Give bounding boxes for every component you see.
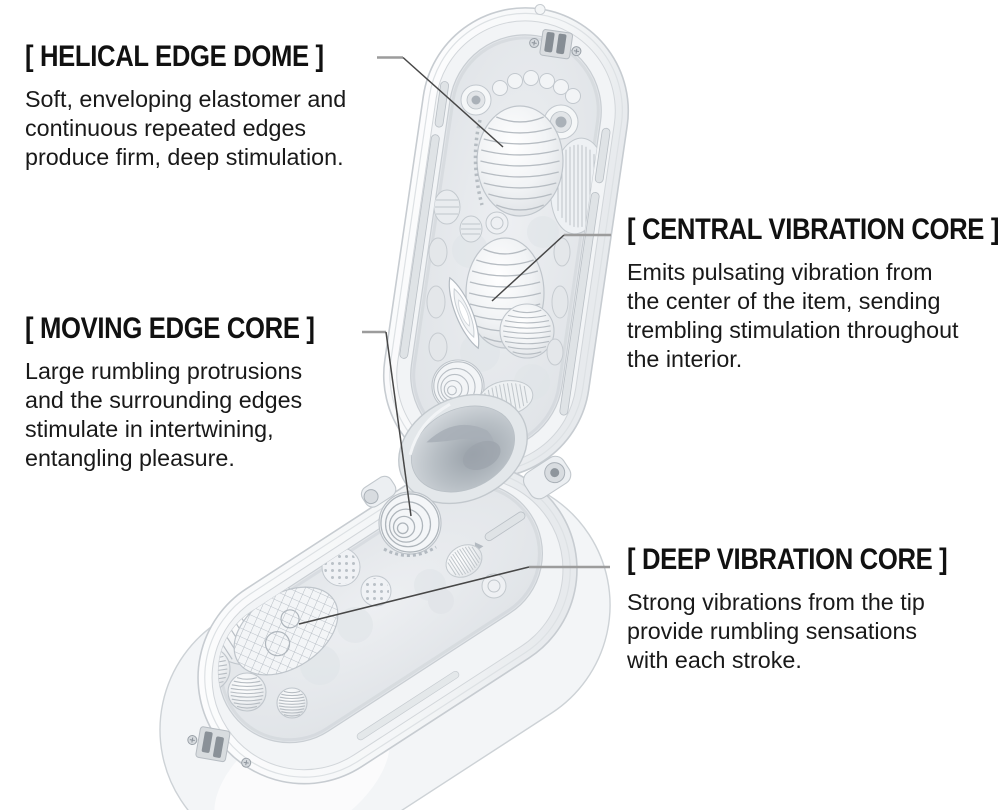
callout-deep-vibration-core: [ DEEP VIBRATION CORE ] Strong vibration… [627,543,1000,675]
leader-line-deep-vibration-core [298,565,610,625]
deep-vibration-core-texture [233,586,339,676]
leader-lines [298,56,611,625]
callout-moving-edge-core: [ MOVING EDGE CORE ] Large rumbling prot… [25,312,364,473]
screw-icon [187,735,252,768]
gear-clutter [433,189,509,243]
bottom-rim-rail [484,511,526,542]
hinge-right [522,455,572,500]
callout-title-helical-edge-dome: [ HELICAL EDGE DOME ] [25,40,324,73]
callout-body-central-vibration-core: Emits pulsating vibration from the cente… [627,259,959,372]
ribbed-sphere [499,303,555,359]
leader-line-central-vibration-core [491,233,611,302]
callout-central-vibration-core: [ CENTRAL VIBRATION CORE ] Emits pulsati… [627,213,1000,374]
insertion-funnel [398,393,528,505]
leader-line-moving-edge-core [362,330,412,517]
bottom-vent-panel [187,726,252,768]
top-cap-bump [534,3,546,15]
callout-title-moving-edge-core: [ MOVING EDGE CORE ] [25,312,315,345]
callout-helical-edge-dome: [ HELICAL EDGE DOME ] Soft, enveloping e… [25,40,374,172]
leader-line-helical-edge-dome [377,56,504,148]
callout-title-deep-vibration-core: [ DEEP VIBRATION CORE ] [627,543,948,576]
wall-gears [426,237,571,366]
end-dome-2 [227,672,267,712]
central-vibration-core-leaf [448,276,480,350]
callout-body-helical-edge-dome: Soft, enveloping elastomer and continuou… [25,86,347,170]
top-right-rail [594,127,611,184]
helical-edge-dome-texture [473,105,564,217]
callout-body-deep-vibration-core: Strong vibrations from the tip provide r… [627,589,925,673]
callout-body-moving-edge-core: Large rumbling protrusions and the surro… [25,358,303,471]
top-vent-panel [529,29,582,60]
bead-arc [492,70,581,104]
hinge-left [360,475,397,508]
callout-title-central-vibration-core: [ CENTRAL VIBRATION CORE ] [627,213,1000,246]
hinge-side-gears [428,542,507,614]
end-dome-3 [276,687,308,719]
screw-icon [529,37,582,57]
moving-edge-core-swirl [378,491,442,557]
dotted-sphere-2 [360,575,392,607]
ring-eye-left [460,84,492,116]
top-left-rail [434,81,449,128]
